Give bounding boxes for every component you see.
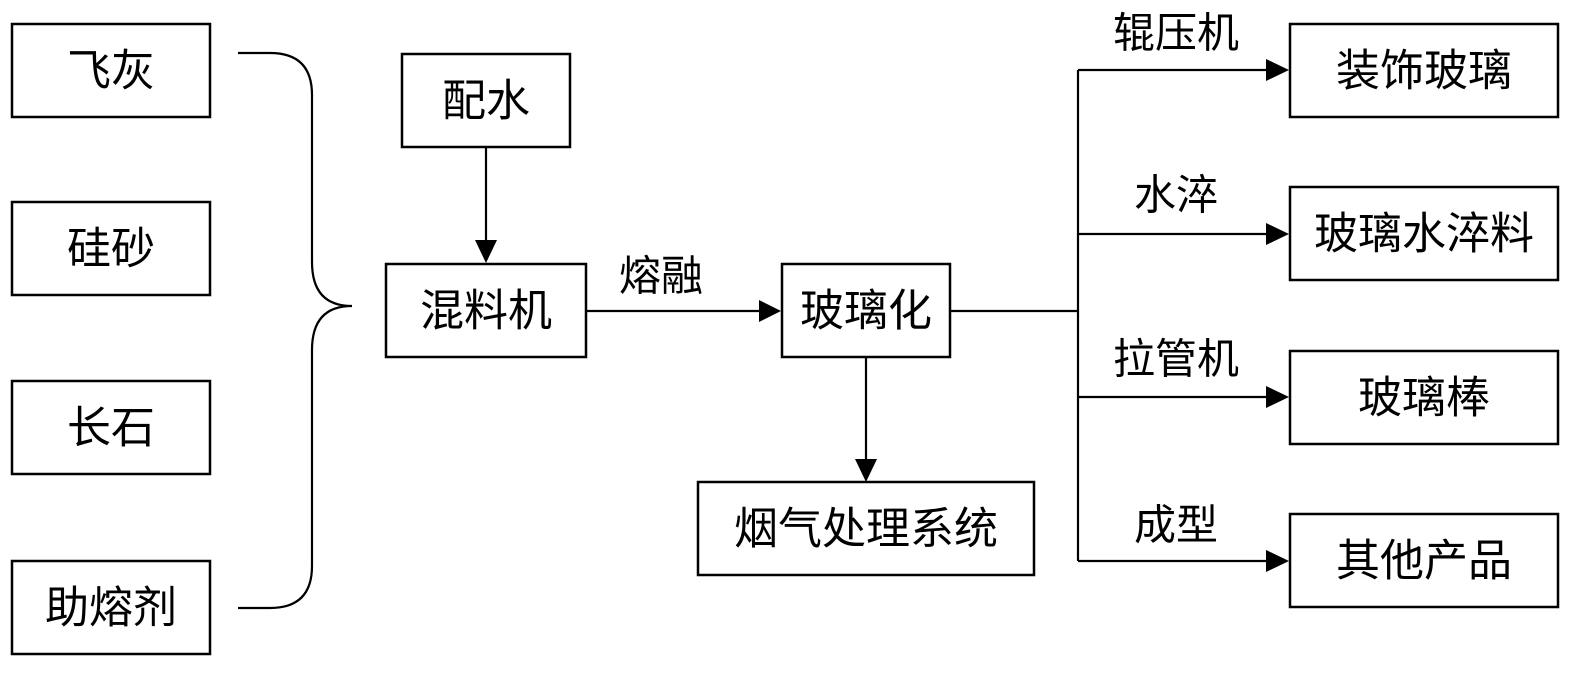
branch-roller-arrowhead	[1266, 59, 1289, 81]
input-box-feldspar: 长石	[10, 379, 212, 476]
input-label-fly-ash: 飞灰	[67, 46, 155, 97]
product-label-glass-rod: 玻璃棒	[1358, 373, 1490, 424]
product-box-other-products: 其他产品	[1288, 512, 1560, 609]
input-label-feldspar: 长石	[67, 403, 155, 454]
input-box-flux: 助熔剂	[10, 559, 212, 656]
vitrification-box: 玻璃化	[780, 262, 952, 359]
flue-gas-label: 烟气处理系统	[734, 504, 998, 555]
input-box-silica-sand: 硅砂	[10, 200, 212, 297]
product-box-quenched-glass: 玻璃水淬料	[1288, 185, 1560, 282]
product-label-decorative-glass: 装饰玻璃	[1336, 46, 1512, 97]
water-label: 配水	[442, 76, 530, 127]
product-label-quenched-glass: 玻璃水淬料	[1314, 209, 1534, 260]
mixer-to-vitrification-arrowhead	[759, 300, 781, 322]
branch-forming-arrowhead	[1266, 550, 1289, 572]
product-box-glass-rod: 玻璃棒	[1288, 349, 1560, 446]
input-box-fly-ash: 飞灰	[10, 22, 212, 119]
branch-quench-arrowhead	[1266, 223, 1289, 245]
mixer-box: 混料机	[384, 262, 588, 359]
water-box: 配水	[400, 52, 572, 149]
mixer-label: 混料机	[420, 286, 552, 337]
flue-gas-box: 烟气处理系统	[696, 480, 1036, 577]
product-box-decorative-glass: 装饰玻璃	[1288, 22, 1560, 119]
input-label-silica-sand: 硅砂	[67, 224, 155, 275]
melt-label: 熔融	[619, 252, 703, 301]
route-label-water-quench: 水淬	[1134, 171, 1218, 220]
route-label-tube-drawing: 拉管机	[1113, 335, 1239, 384]
vitrification-to-flue-gas-arrowhead	[855, 459, 877, 482]
route-label-roller: 辊压机	[1113, 9, 1239, 58]
vitrification-label: 玻璃化	[800, 286, 932, 337]
water-to-mixer-arrowhead	[475, 240, 497, 263]
branch-tube-arrowhead	[1266, 386, 1289, 408]
route-label-forming: 成型	[1134, 501, 1218, 550]
input-label-flux: 助熔剂	[45, 583, 177, 634]
input-group-brace	[238, 51, 353, 610]
product-label-other-products: 其他产品	[1336, 536, 1512, 587]
